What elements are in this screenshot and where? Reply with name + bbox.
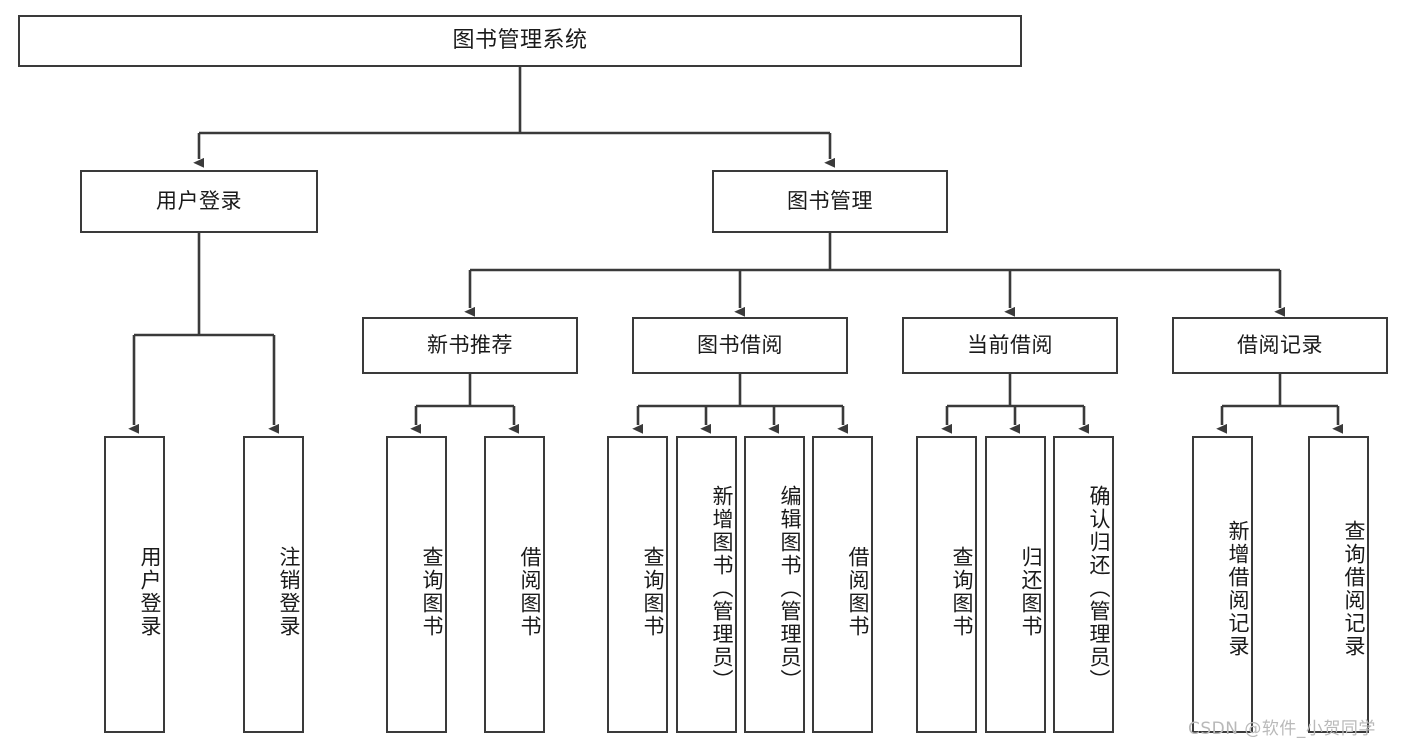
leaf-user-login-login[interactable]: 用户登录 — [104, 436, 165, 733]
leaf-new-book-borrow-book[interactable]: 借阅图书 — [484, 436, 545, 733]
leaf-current-borrow-return-book[interactable]: 归还图书 — [985, 436, 1046, 733]
node-book-borrow[interactable]: 图书借阅 — [632, 317, 848, 374]
leaf-current-borrow-query-book[interactable]: 查询图书 — [916, 436, 977, 733]
node-book-manage[interactable]: 图书管理 — [712, 170, 948, 233]
leaf-book-borrow-edit-book-admin[interactable]: 编辑图书（管理员） — [744, 436, 805, 733]
node-user-login[interactable]: 用户登录 — [80, 170, 318, 233]
node-root-system[interactable]: 图书管理系统 — [18, 15, 1022, 67]
leaf-borrow-record-add-record[interactable]: 新增借阅记录 — [1192, 436, 1253, 733]
leaf-user-login-logout[interactable]: 注销登录 — [243, 436, 304, 733]
leaf-current-borrow-confirm-return-admin[interactable]: 确认归还（管理员） — [1053, 436, 1114, 733]
leaf-book-borrow-query-book[interactable]: 查询图书 — [607, 436, 668, 733]
node-borrow-record[interactable]: 借阅记录 — [1172, 317, 1388, 374]
leaf-borrow-record-query-record[interactable]: 查询借阅记录 — [1308, 436, 1369, 733]
leaf-book-borrow-add-book-admin[interactable]: 新增图书（管理员） — [676, 436, 737, 733]
node-new-book-recommend[interactable]: 新书推荐 — [362, 317, 578, 374]
leaf-book-borrow-borrow-book[interactable]: 借阅图书 — [812, 436, 873, 733]
leaf-new-book-query-book[interactable]: 查询图书 — [386, 436, 447, 733]
node-current-borrow[interactable]: 当前借阅 — [902, 317, 1118, 374]
